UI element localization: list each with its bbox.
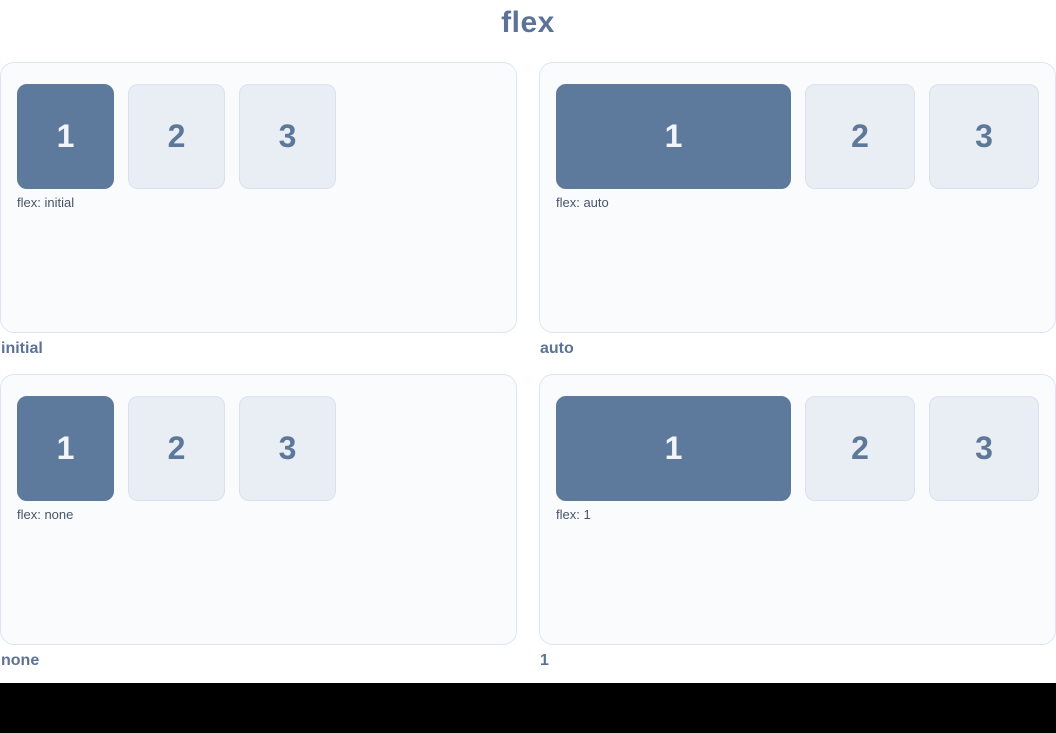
flex-css-label: flex: 1 (556, 507, 591, 522)
flex-row: 1 2 3 (17, 396, 500, 501)
panel-block-auto: 1 2 3 flex: auto auto (539, 62, 1056, 374)
page-title: flex (501, 6, 555, 39)
flex-item-2: 2 (805, 84, 915, 189)
flex-item-2: 2 (805, 396, 915, 501)
flex-item-2: 2 (128, 396, 225, 501)
flex-css-label: flex: auto (556, 195, 609, 210)
flex-row: 1 2 3 (556, 84, 1039, 189)
panel-name: none (1, 652, 40, 669)
flex-item-3: 3 (239, 84, 336, 189)
flex-item-3: 3 (929, 396, 1039, 501)
panel-block-initial: 1 2 3 flex: initial initial (0, 62, 517, 374)
flex-item-2: 2 (128, 84, 225, 189)
flex-item-1: 1 (17, 84, 114, 189)
flex-item-3: 3 (239, 396, 336, 501)
panel-block-1: 1 2 3 flex: 1 1 (539, 374, 1056, 686)
flex-demo-panel-auto: 1 2 3 flex: auto (539, 62, 1056, 333)
flex-row: 1 2 3 (556, 396, 1039, 501)
flex-row: 1 2 3 (17, 84, 500, 189)
panel-name: auto (540, 340, 574, 357)
flex-demo-panel-initial: 1 2 3 flex: initial (0, 62, 517, 333)
flex-item-1: 1 (17, 396, 114, 501)
flex-item-1: 1 (556, 84, 791, 189)
panel-name: initial (1, 340, 43, 357)
flex-item-1: 1 (556, 396, 791, 501)
flex-item-3: 3 (929, 84, 1039, 189)
panel-block-none: 1 2 3 flex: none none (0, 374, 517, 686)
flex-css-label: flex: initial (17, 195, 75, 210)
panels-grid: 1 2 3 flex: initial initial 1 2 3 flex: … (0, 62, 1056, 686)
flex-demo-page: flex 1 2 3 flex: initial initial 1 2 3 (0, 0, 1056, 683)
flex-demo-panel-none: 1 2 3 flex: none (0, 374, 517, 645)
flex-demo-panel-1: 1 2 3 flex: 1 (539, 374, 1056, 645)
panel-name: 1 (540, 652, 549, 669)
footer-void (0, 683, 1056, 733)
flex-css-label: flex: none (17, 507, 74, 522)
